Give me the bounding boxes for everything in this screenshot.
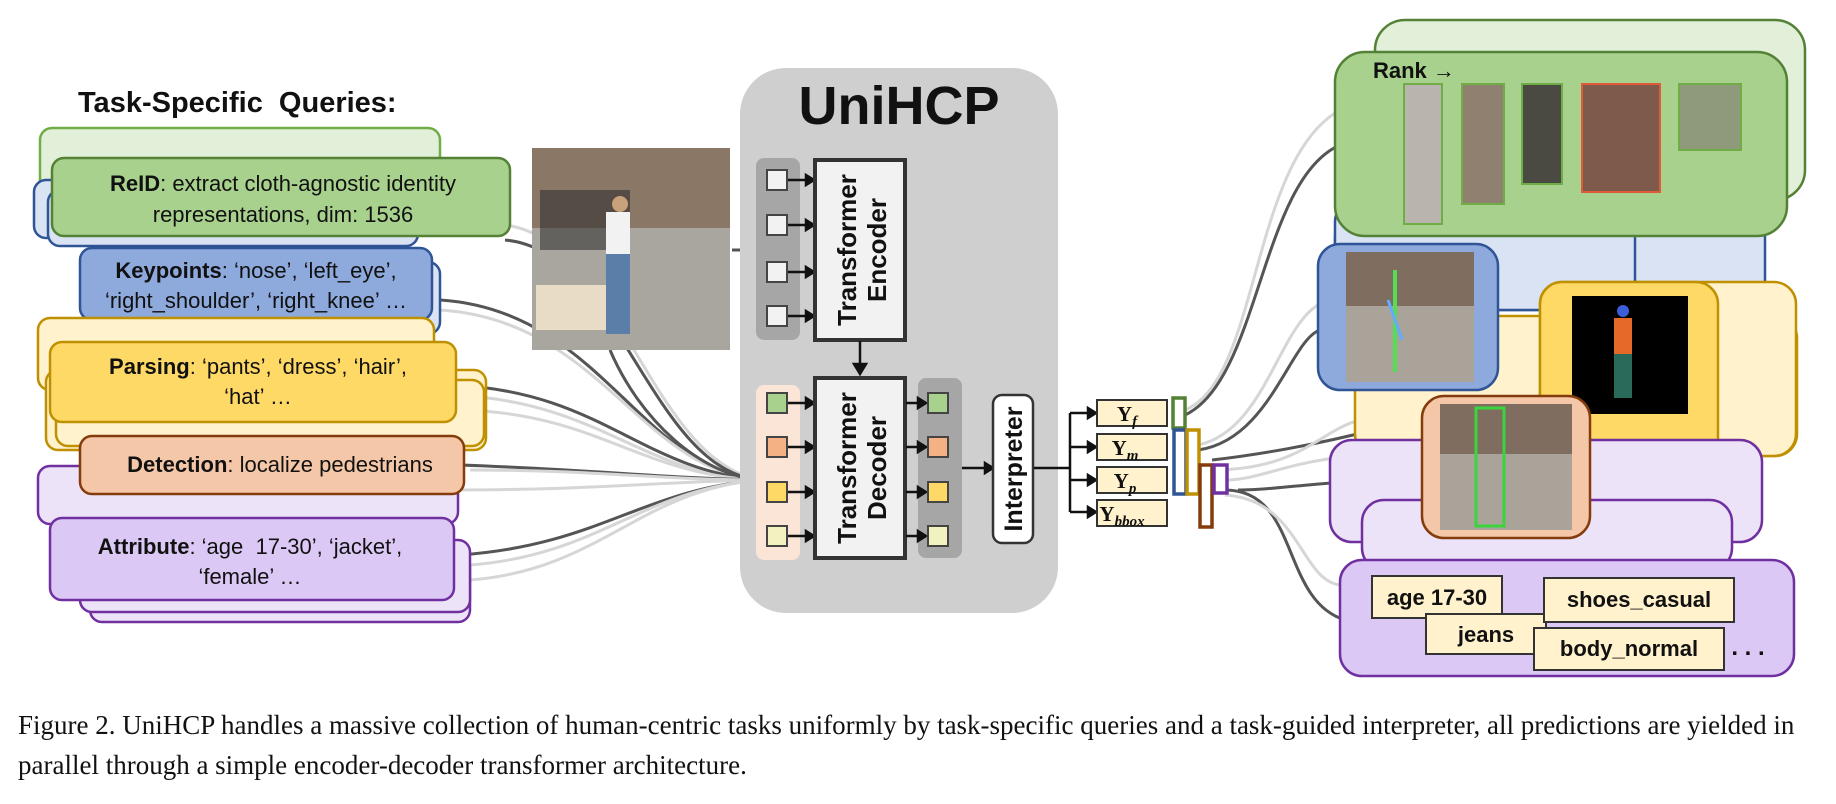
attribute-text-2: ‘female’ … — [198, 564, 301, 589]
parsing-query-stack: Parsing: ‘pants’, ‘dress’, ‘hair’, ‘hat’… — [36, 316, 488, 452]
decoder-output-arrows — [906, 395, 929, 544]
svg-text:ReID: extract cloth-agnostic i: ReID: extract cloth-agnostic identity — [110, 171, 456, 196]
interpreter-fanout-arrows — [1034, 405, 1099, 520]
output-y-bbox-sub: bbox — [1115, 514, 1146, 530]
decoder-output-tokens — [927, 392, 949, 547]
decoder-output-column — [918, 378, 962, 558]
model-title: UniHCP — [799, 76, 1000, 136]
reid-label: ReID — [110, 171, 160, 196]
detection-label: Detection — [127, 452, 227, 477]
encoder-input-arrows — [788, 172, 817, 324]
encoder-decoder-arrow — [851, 341, 869, 377]
transformer-decoder-block — [813, 376, 907, 560]
rank-label: Rank → — [1373, 58, 1455, 83]
transformer-encoder-label: TransformerEncoder — [832, 174, 892, 326]
attribute-tags: age 17-30 jeans shoes_casual body_normal… — [1371, 575, 1765, 671]
decoder-interpreter-arrow — [962, 460, 996, 476]
input-photo — [532, 148, 730, 350]
detection-query-stack: Detection: localize pedestrians — [36, 434, 466, 526]
reid-text-2: representations, dim: 1536 — [153, 202, 414, 227]
svg-text:Parsing: ‘pants’, ‘dress’, ‘ha: Parsing: ‘pants’, ‘dress’, ‘hair’, — [109, 354, 407, 379]
output-y-m-sub: m — [1127, 448, 1139, 464]
output-y-m: Y — [1112, 436, 1127, 460]
attribute-query-stack: Attribute: ‘age 17-30’, ‘jacket’, ‘femal… — [48, 516, 472, 624]
ranked-person-thumbnails — [1403, 83, 1742, 225]
interpreter-block — [991, 393, 1035, 545]
output-y-p-sub: p — [1127, 481, 1137, 497]
svg-text:Yf: Yf — [1117, 402, 1139, 430]
queries-title: Task-Specific Queries: — [78, 87, 397, 119]
svg-text:Keypoints: ‘nose’, ‘left_eye’,: Keypoints: ‘nose’, ‘left_eye’, — [115, 258, 396, 283]
attribute-label: Attribute — [98, 534, 190, 559]
decoder-input-arrows — [788, 395, 817, 544]
output-task-bars — [1171, 396, 1229, 529]
attribute-text-1: : ‘age 17-30’, ‘jacket’, — [189, 534, 402, 559]
output-y-f-sub: f — [1132, 414, 1139, 430]
more-ellipsis: . . . — [1731, 634, 1764, 661]
keypoints-text-2: ‘right_shoulder’, ‘right_knee’ … — [105, 288, 407, 313]
detection-text-1: : localize pedestrians — [227, 452, 432, 477]
parsing-text-2: ‘hat’ … — [224, 384, 292, 409]
svg-text:Detection: localize pedestrian: Detection: localize pedestrians — [127, 452, 433, 477]
output-y-f: Y — [1117, 402, 1132, 426]
output-labels: Yf Ym Yp Ybbox — [1096, 399, 1168, 530]
parsing-text-1: : ‘pants’, ‘dress’, ‘hair’, — [190, 354, 407, 379]
figure-caption: Figure 2. UniHCP handles a massive colle… — [18, 710, 1795, 780]
reid-query-stack: ReID: extract cloth-agnostic identity re… — [32, 126, 512, 248]
svg-text:Yp: Yp — [1114, 469, 1137, 497]
keypoints-label: Keypoints — [115, 258, 221, 283]
keypoints-query-stack: Keypoints: ‘nose’, ‘left_eye’, ‘right_sh… — [78, 246, 442, 336]
tag-jeans: jeans — [1457, 622, 1514, 647]
reid-text-1: : extract cloth-agnostic identity — [160, 171, 456, 196]
encoder-input-tokens — [766, 169, 788, 327]
svg-text:Ybbox: Ybbox — [1099, 502, 1145, 530]
decoder-query-tokens — [766, 392, 788, 547]
query-to-model-curves — [439, 223, 761, 582]
keypoints-text-1: : ‘nose’, ‘left_eye’, — [222, 258, 397, 283]
encoder-token-column — [756, 158, 800, 340]
transformer-encoder-block — [813, 158, 907, 342]
output-y-p: Y — [1114, 469, 1129, 493]
detection-result — [1420, 394, 1592, 540]
tag-age: age 17-30 — [1387, 585, 1487, 610]
decoder-query-column — [756, 385, 800, 560]
tag-body: body_normal — [1560, 636, 1698, 661]
output-y-bbox: Y — [1099, 502, 1114, 526]
keypoint-result — [1316, 242, 1500, 392]
interpreter-label: Interpreter — [1000, 406, 1028, 531]
svg-text:Ym: Ym — [1112, 436, 1139, 464]
transformer-decoder-label: TransformerDecoder — [832, 392, 892, 544]
svg-text:Attribute: ‘age 17-30’, ‘jack: Attribute: ‘age 17-30’, ‘jacket’, — [98, 534, 402, 559]
tag-shoes: shoes_casual — [1567, 587, 1711, 612]
parsing-label: Parsing — [109, 354, 190, 379]
